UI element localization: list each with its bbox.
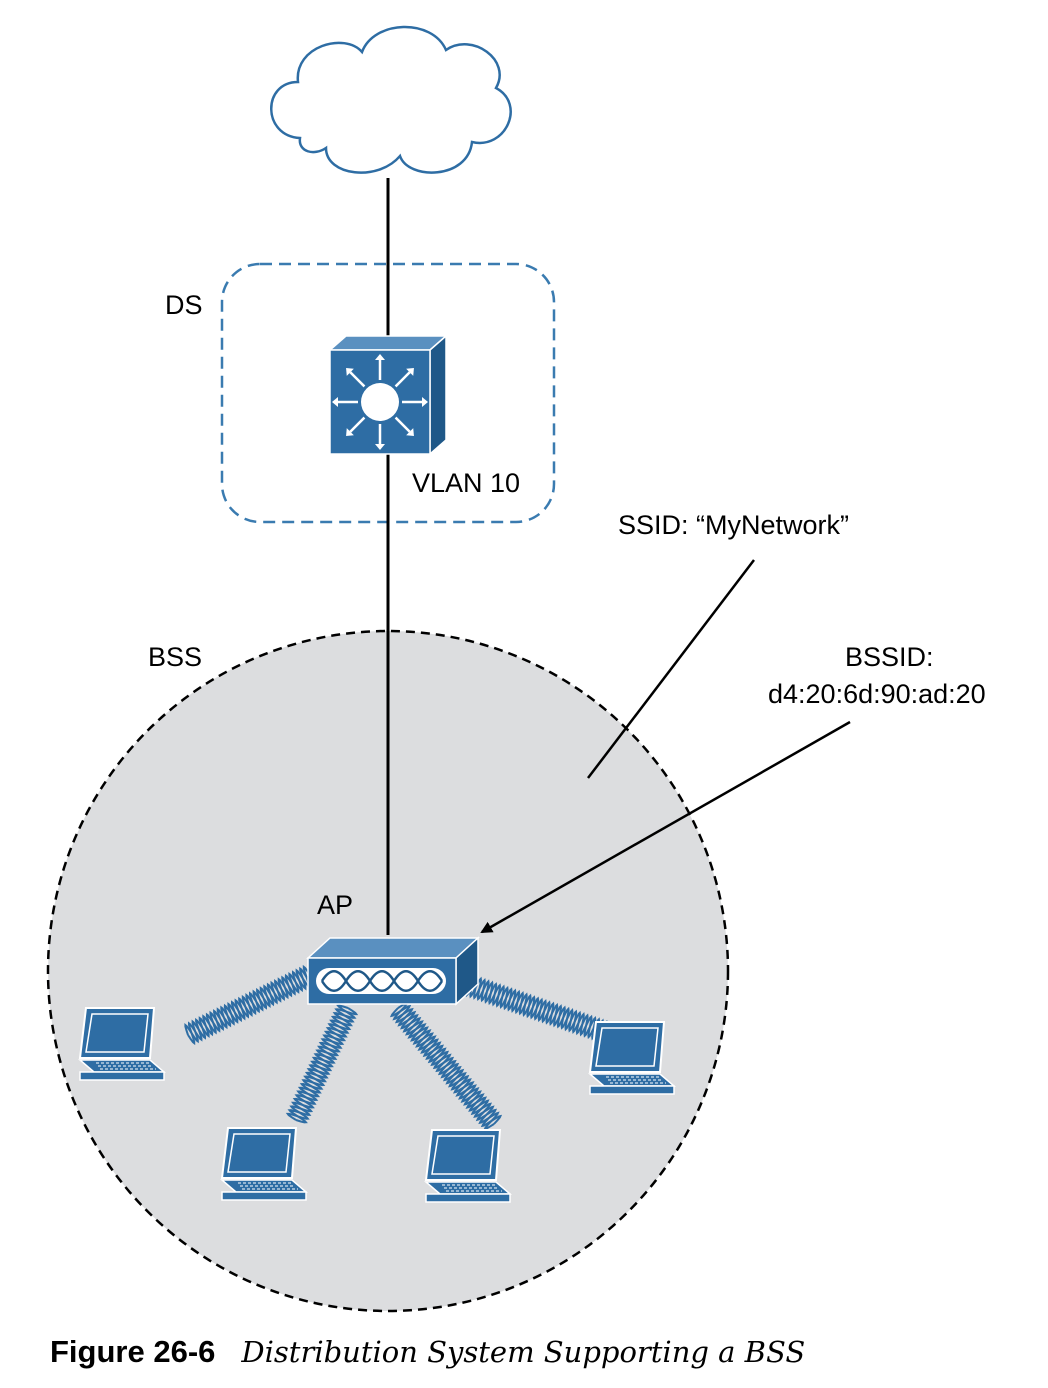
laptop-icon-left [79,1007,165,1081]
ds-label: DS [165,290,203,320]
switch-arrowhead [346,428,354,436]
ssid-pointer [587,559,755,779]
switch-arrowhead [422,397,428,407]
bssid-pointer-arrow [480,720,851,934]
figure-title: Distribution System Supporting a BSS [241,1335,806,1369]
figure-caption: Figure 26-6 Distribution System Supportin… [50,1330,1040,1374]
laptop-icon-bottom-left [221,1127,307,1201]
bss-label: BSS [148,642,202,672]
wireless-link-bottom-left [285,1007,359,1121]
switch-arrowhead [375,444,385,450]
bssid-title: BSSID: [845,642,934,672]
switch-arrowhead [346,368,354,376]
ap-label: AP [317,890,353,920]
switch-arrow-line [349,416,366,433]
switch-arrow-line [349,371,366,388]
bssid-value: d4:20:6d:90:ad:20 [768,679,986,709]
switch-arrow-line [394,371,411,388]
vlan-label: VLAN 10 [412,468,520,498]
switch-arrow-line [394,416,411,433]
ssid-label: SSID: “MyNetwork” [618,510,849,540]
figure-number: Figure 26-6 [50,1334,216,1369]
cloud-icon [270,25,512,174]
multilayer-switch-icon [328,334,448,456]
laptop-icon-bottom-right [425,1129,511,1203]
switch-arrowhead [332,397,338,407]
wireless-link-left [184,966,314,1044]
access-point-icon [306,936,480,1006]
laptop-icon-right [589,1021,675,1095]
switch-arrowhead [406,428,414,436]
switch-arrowhead [375,354,385,360]
wireless-link-bottom-right [392,1001,500,1131]
switch-arrowhead [406,368,414,376]
